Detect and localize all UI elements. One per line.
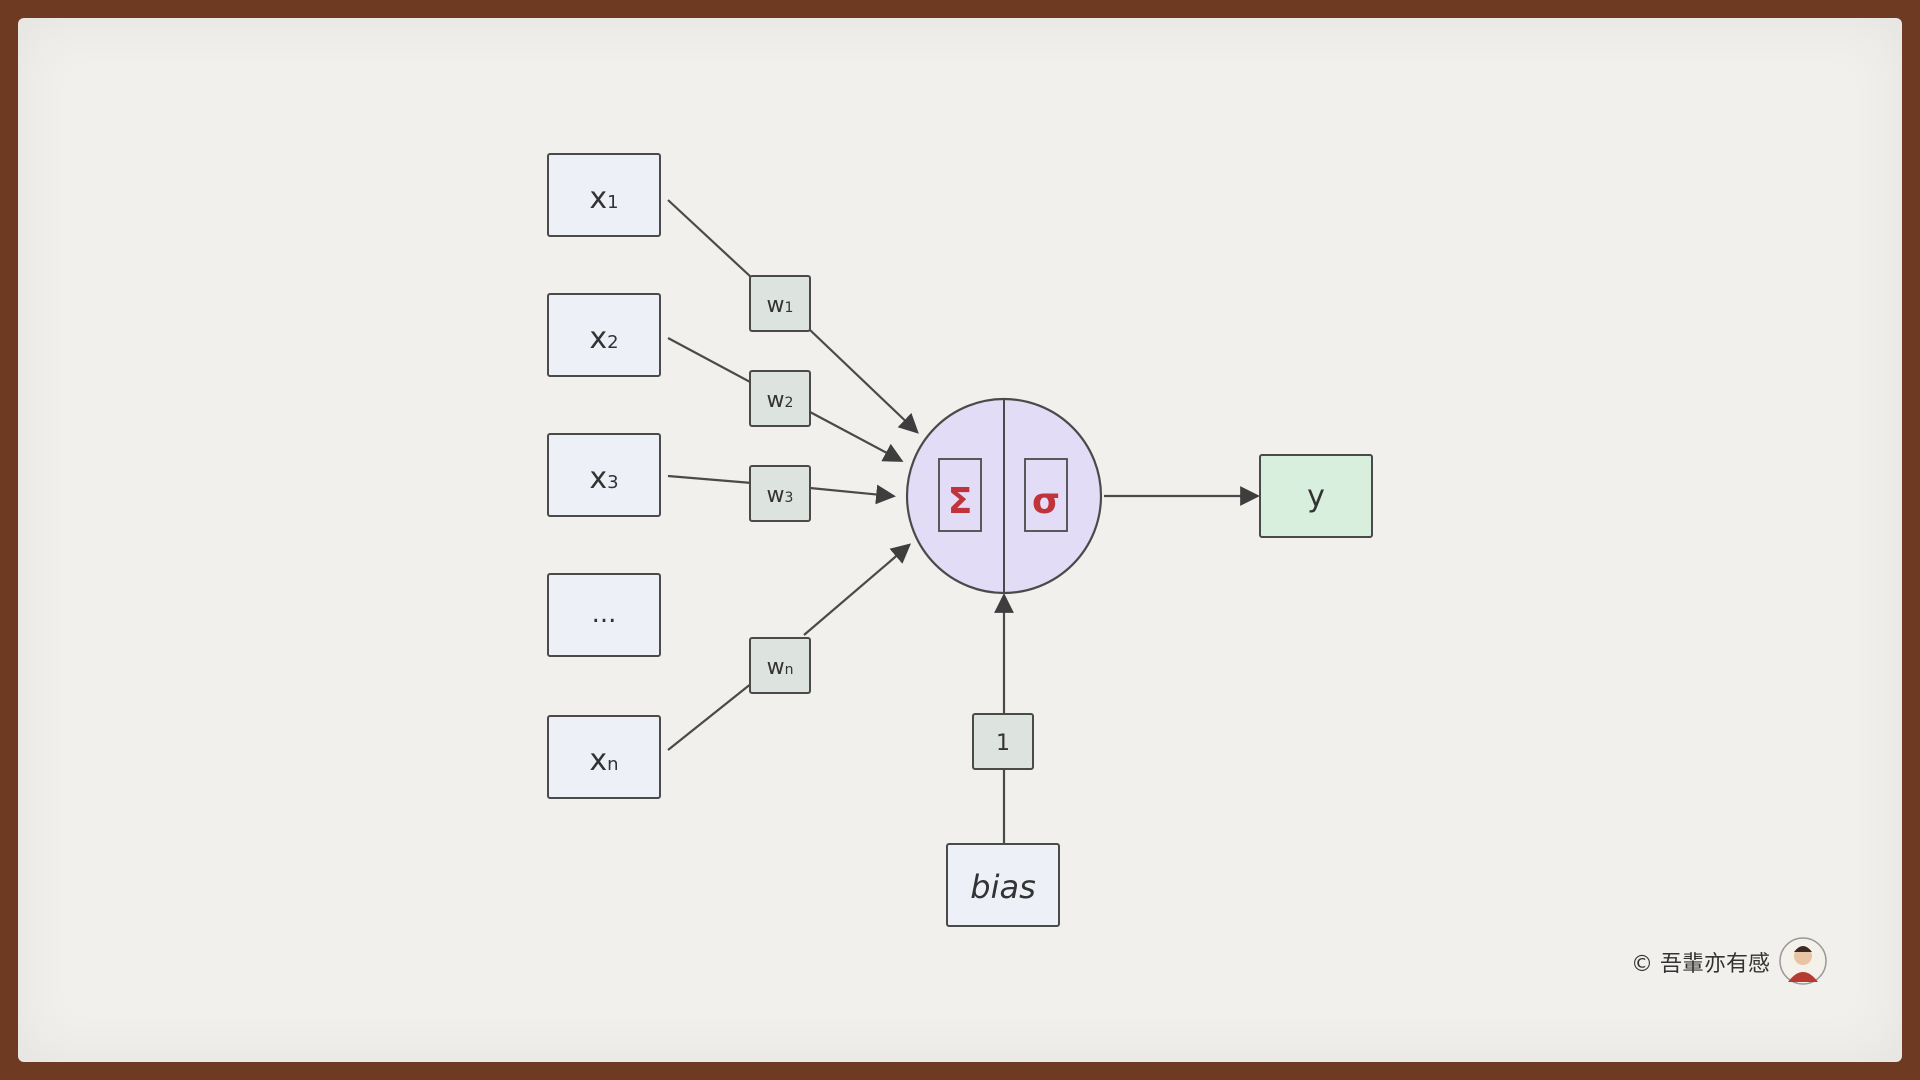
- edge-x1-w1: [667, 199, 753, 279]
- svg-text:w3: w3: [767, 483, 794, 508]
- edge-wn-neuron: [803, 543, 912, 636]
- svg-text:1: 1: [996, 731, 1010, 756]
- neuron: Σ σ: [905, 397, 1103, 595]
- edge-w3-neuron: [809, 484, 896, 505]
- activation-symbol: σ: [1032, 481, 1060, 522]
- svg-text:x2: x2: [589, 321, 618, 356]
- sum-symbol: Σ: [948, 481, 973, 522]
- input-x2: x2: [547, 293, 661, 377]
- edge-xn-wn: [667, 682, 753, 751]
- svg-text:x3: x3: [589, 461, 618, 496]
- svg-text:w1: w1: [767, 293, 794, 318]
- svg-text:w2: w2: [767, 388, 794, 413]
- svg-text:© 吾輩亦有感: © 吾輩亦有感: [1631, 952, 1770, 977]
- input-xn: xn: [547, 715, 661, 799]
- svg-text:y: y: [1307, 479, 1325, 514]
- connections: [667, 199, 1260, 843]
- edge-w1-neuron: [809, 329, 919, 434]
- svg-text:wn: wn: [767, 655, 794, 680]
- edge-x2-w2: [667, 337, 753, 384]
- edge-x3-w3: [667, 474, 753, 485]
- watermark: © 吾輩亦有感: [1631, 937, 1827, 985]
- edge-w2-neuron: [809, 411, 904, 462]
- weight-wn: wn: [749, 637, 811, 694]
- output-y: y: [1259, 454, 1373, 538]
- svg-text:bias: bias: [970, 868, 1035, 906]
- svg-text:...: ...: [592, 599, 617, 629]
- avatar-icon: [1779, 937, 1827, 985]
- weight-w3: w3: [749, 465, 811, 522]
- weight-w2: w2: [749, 370, 811, 427]
- input-ellipsis: ...: [547, 573, 661, 657]
- svg-text:xn: xn: [589, 743, 618, 778]
- bias-box: bias: [946, 843, 1060, 927]
- input-x3: x3: [547, 433, 661, 517]
- svg-text:x1: x1: [589, 181, 618, 216]
- sum-box: [938, 458, 982, 532]
- activation-box: [1024, 458, 1068, 532]
- bias-weight: 1: [972, 713, 1034, 770]
- weight-w1: w1: [749, 275, 811, 332]
- input-x1: x1: [547, 153, 661, 237]
